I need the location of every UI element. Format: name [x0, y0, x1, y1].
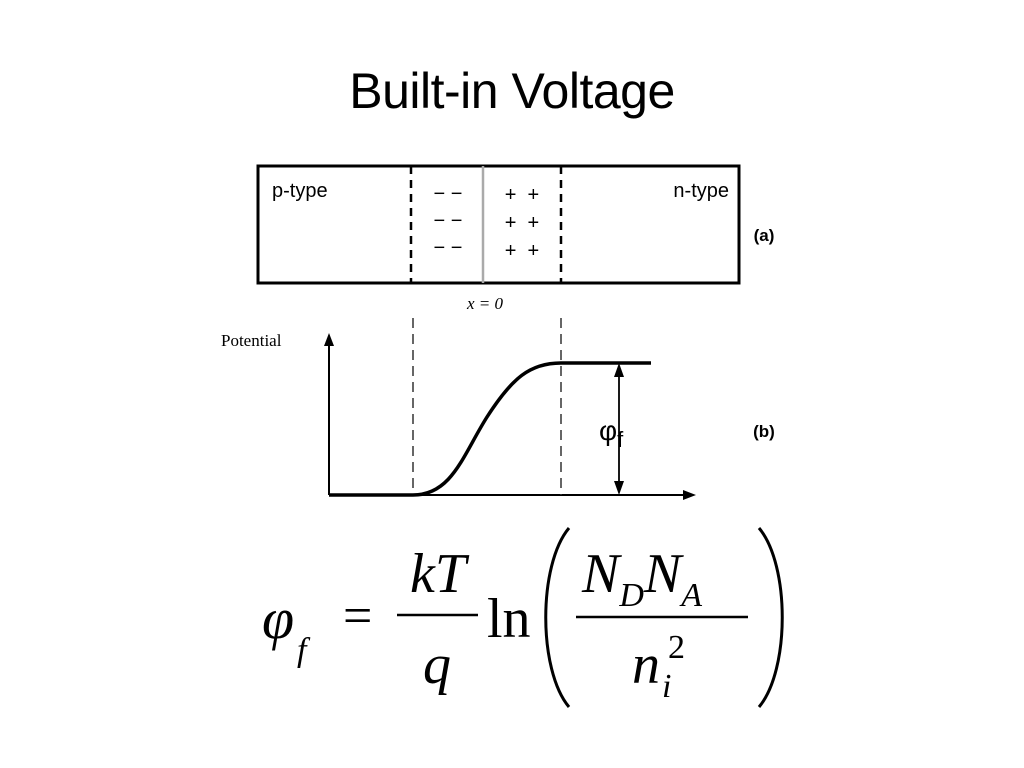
- n-type-label: n-type: [673, 180, 729, 202]
- y-axis-arrow-icon: [324, 333, 334, 346]
- na-base: N: [643, 543, 684, 605]
- numerator-kT: kT: [410, 543, 470, 605]
- figure-tag-a: (a): [754, 226, 775, 245]
- negative-charge: − −: [434, 183, 463, 205]
- ni-base: n: [632, 634, 660, 696]
- p-type-label: p-type: [272, 180, 328, 202]
- figure-tag-b: (b): [753, 422, 775, 441]
- lhs-subscript: f: [297, 632, 311, 669]
- left-paren: [544, 527, 571, 708]
- ln-function: ln: [487, 588, 531, 650]
- right-paren: [757, 527, 784, 708]
- slide-title: Built-in Voltage: [349, 63, 675, 119]
- ni-superscript: 2: [668, 629, 685, 666]
- negative-charge: − −: [434, 237, 463, 259]
- x-axis-arrow-icon: [683, 490, 696, 500]
- x-origin-label: x = 0: [466, 294, 504, 313]
- built-in-voltage-equation: φ f = kT q ln NDNA n i 2: [262, 527, 784, 708]
- potential-curve: [329, 361, 651, 497]
- na-subscript: A: [679, 577, 702, 614]
- positive-charge: + +: [505, 240, 539, 262]
- nd-subscript: D: [618, 577, 644, 614]
- phi-arrow-up-icon: [614, 363, 624, 377]
- negative-charge: − −: [434, 210, 463, 232]
- lhs-phi: φ: [262, 586, 294, 651]
- nd-base: N: [581, 543, 622, 605]
- equals-sign: =: [343, 588, 372, 645]
- phi-symbol: φ: [599, 415, 617, 446]
- phi-f-label: φf: [599, 415, 624, 452]
- phi-subscript: f: [617, 427, 624, 452]
- positive-charge: + +: [505, 212, 539, 234]
- denominator-q: q: [423, 634, 451, 696]
- junction-box: [256, 164, 741, 285]
- positive-charge: + +: [505, 184, 539, 206]
- ni-subscript: i: [662, 668, 671, 705]
- potential-axis-label: Potential: [221, 331, 282, 350]
- donor-concentration: NDNA: [581, 543, 702, 614]
- phi-arrow-down-icon: [614, 481, 624, 495]
